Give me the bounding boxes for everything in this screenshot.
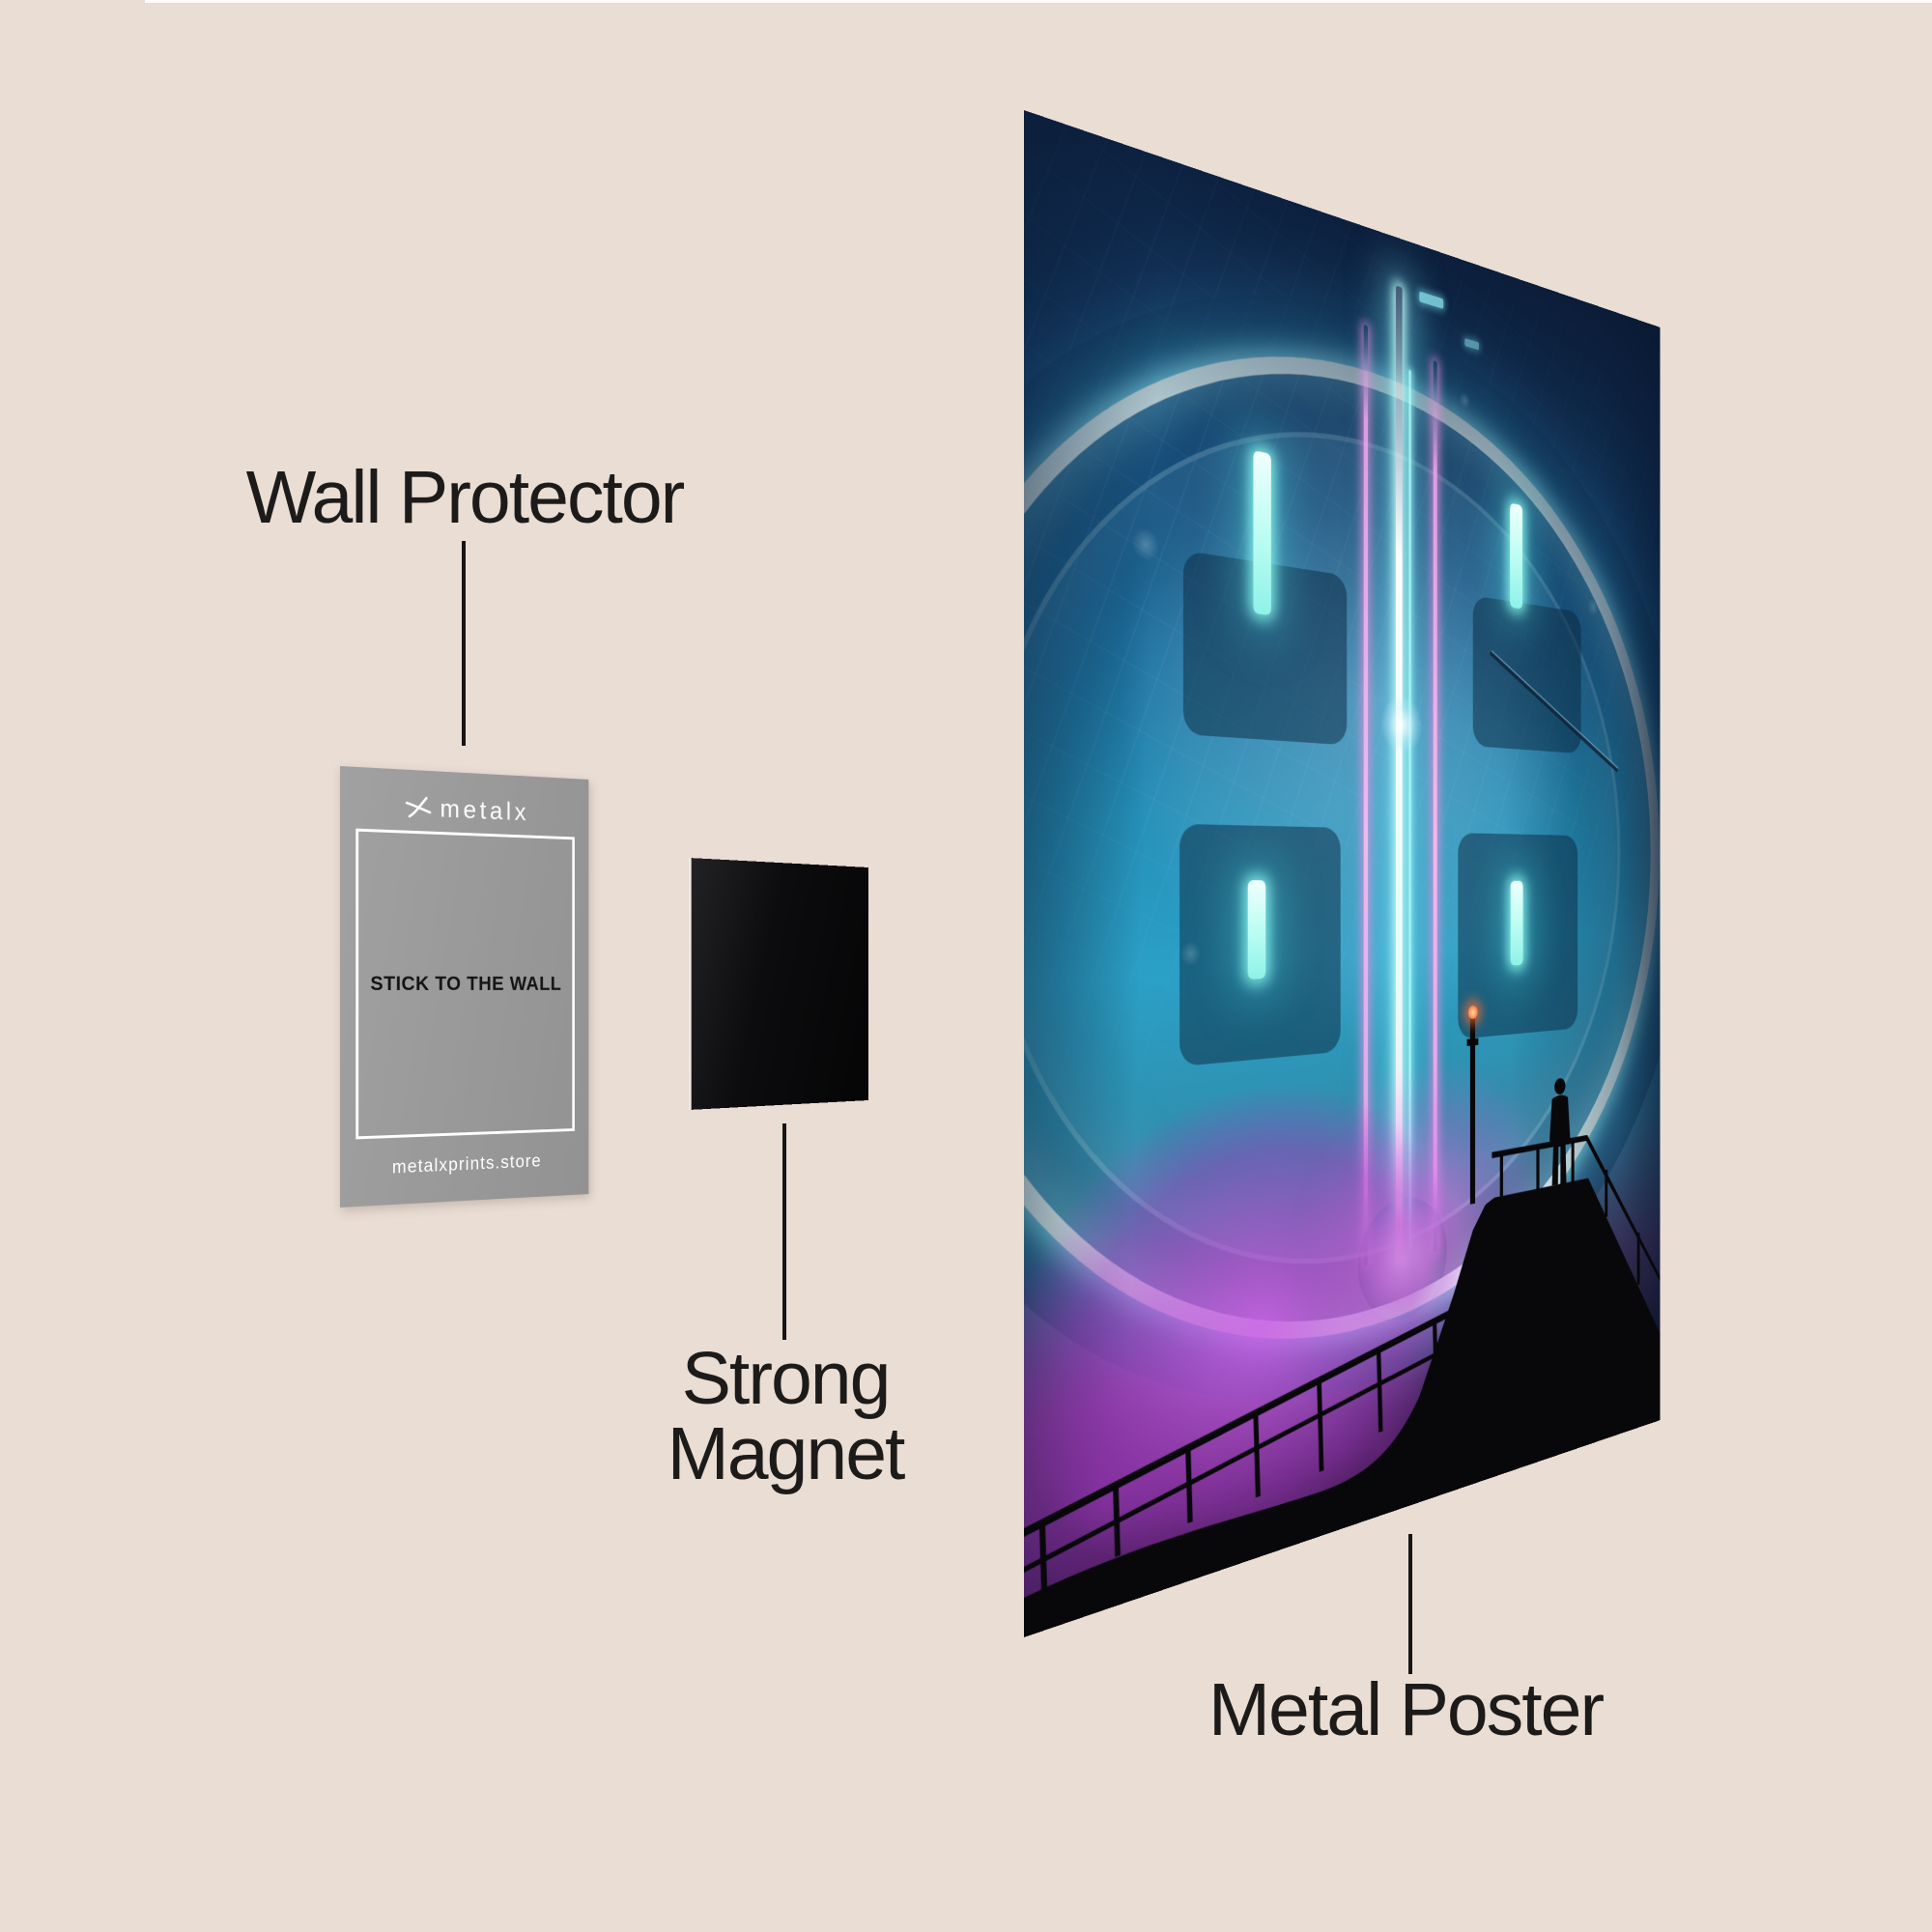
- metal-poster-leader-line: [1408, 1534, 1412, 1674]
- metalx-logo-icon: [405, 794, 432, 820]
- card-footer-url: metalxprints.store: [340, 1150, 588, 1181]
- poster-artwork: [1024, 110, 1660, 1637]
- wall-protector-card: metalx STICK TO THE WALL metalxprints.st…: [340, 766, 588, 1208]
- top-edge-artifact: [145, 0, 1932, 3]
- strong-magnet-label-line2: Magnet: [668, 1416, 904, 1492]
- metalx-brand-text: metalx: [440, 794, 529, 827]
- metalx-brand: metalx: [340, 787, 588, 831]
- wall-protector-label: Wall Protector: [246, 460, 684, 535]
- strong-magnet-label: Strong Magnet: [668, 1341, 904, 1492]
- lamp-post: [1470, 1018, 1475, 1205]
- figure-silhouette: [1549, 1077, 1571, 1186]
- wall-protector-leader-line: [462, 541, 466, 746]
- metal-poster: [1024, 110, 1660, 1637]
- strong-magnet-square: [689, 858, 868, 1110]
- metal-poster-label: Metal Poster: [1208, 1672, 1603, 1747]
- card-instruction-text: STICK TO THE WALL: [340, 973, 588, 996]
- strong-magnet-label-line1: Strong: [668, 1341, 904, 1416]
- strong-magnet-leader-line: [782, 1123, 786, 1340]
- foreground-silhouette: [1024, 110, 1660, 1637]
